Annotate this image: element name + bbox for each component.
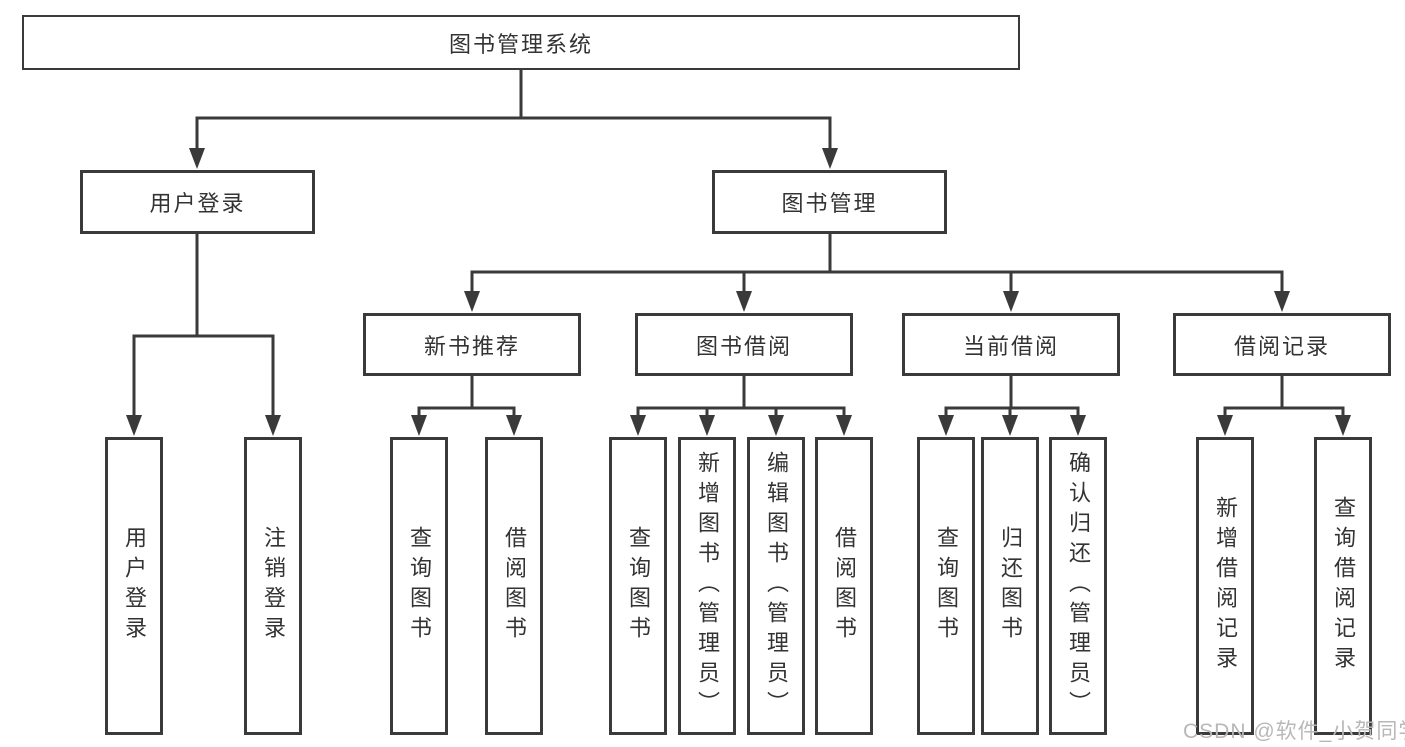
connector-new-books-arrowheads xyxy=(411,415,522,436)
leaf-query-books-2: 查询图书 xyxy=(609,437,667,735)
node-book-management: 图书管理 xyxy=(712,170,947,234)
node-borrow-records: 借阅记录 xyxy=(1173,313,1391,376)
leaf-borrow-books-2: 借阅图书 xyxy=(815,437,873,735)
connector-user-login-arrowheads xyxy=(126,415,281,436)
connector-borrow-records-lines xyxy=(1223,376,1345,420)
connector-book-mgmt-lines xyxy=(470,234,1284,295)
leaf-borrow-books-1: 借阅图书 xyxy=(485,437,543,735)
leaf-user-login: 用户登录 xyxy=(105,437,163,735)
leaf-query-books-1: 查询图书 xyxy=(390,437,448,735)
connector-borrow-records-arrowheads xyxy=(1217,415,1351,436)
node-new-book-recommend: 新书推荐 xyxy=(363,313,581,376)
connector-current-borrow-lines xyxy=(944,376,1080,420)
node-current-borrow: 当前借阅 xyxy=(902,313,1120,376)
connector-book-borrow-arrowheads xyxy=(630,415,852,436)
leaf-return-books: 归还图书 xyxy=(981,437,1039,735)
leaf-add-borrow-record: 新增借阅记录 xyxy=(1196,437,1254,735)
leaf-logout: 注销登录 xyxy=(244,437,302,735)
connector-root-lines xyxy=(195,70,832,153)
connector-root-arrowheads xyxy=(189,148,838,169)
leaf-query-books-3: 查询图书 xyxy=(917,437,975,735)
leaf-edit-books-admin: 编辑图书（管理员） xyxy=(747,437,805,735)
connector-new-books-lines xyxy=(417,376,516,420)
connector-book-borrow-lines xyxy=(636,376,846,420)
connector-current-borrow-arrowheads xyxy=(938,415,1086,436)
leaf-confirm-return-admin: 确认归还（管理员） xyxy=(1049,437,1107,735)
leaf-add-books-admin: 新增图书（管理员） xyxy=(678,437,736,735)
leaf-query-borrow-record: 查询借阅记录 xyxy=(1314,437,1372,735)
connector-book-mgmt-arrowheads xyxy=(464,291,1290,312)
csdn-watermark: CSDN @软件_小贺同学 xyxy=(1183,720,1405,743)
connector-user-login-lines xyxy=(132,234,275,419)
node-user-login: 用户登录 xyxy=(80,170,315,234)
node-book-borrow: 图书借阅 xyxy=(635,313,853,376)
node-library-management-system: 图书管理系统 xyxy=(22,15,1020,70)
